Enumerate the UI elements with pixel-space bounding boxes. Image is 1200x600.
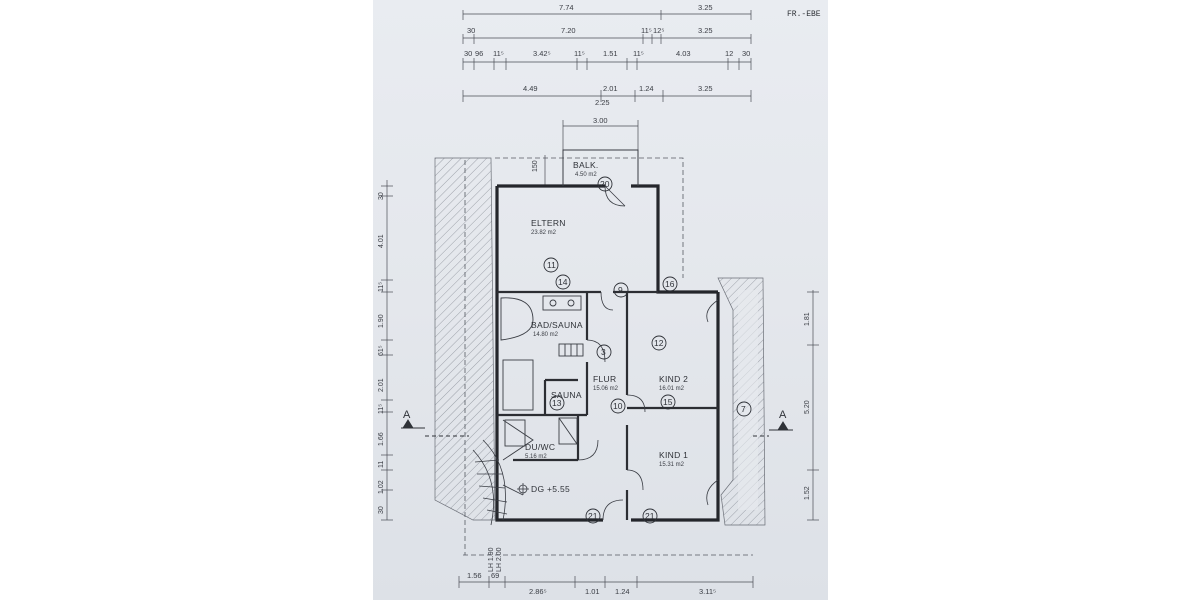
room-kind2-area: 16.01 m2	[659, 386, 685, 392]
room-balk-label: BALK.	[573, 160, 599, 170]
dim-left-d: 1.90	[378, 314, 385, 328]
dim-left-g: 11⁵	[378, 404, 385, 414]
room-duwc-area: 5.16 m2	[525, 454, 547, 460]
room-balk-area: 4.50 m2	[575, 172, 597, 178]
room-kind1-area: 15.31 m2	[659, 462, 685, 468]
dim-left-i: 11	[378, 461, 385, 468]
tag-9: 9	[618, 285, 623, 295]
sheet-label: FR.-EBE	[787, 10, 821, 19]
tag-21-left: 21	[588, 511, 598, 521]
tag-12: 12	[654, 338, 664, 348]
dim-right-c: 1.52	[804, 486, 811, 500]
room-sauna-label: SAUNA	[551, 390, 582, 400]
outer-walls	[495, 184, 720, 522]
dim-left-b: 4.01	[378, 234, 385, 248]
dim-top-row4-a: 4.49	[523, 84, 538, 93]
dim-top-row2-b: 7.20	[561, 26, 576, 35]
tag-3: 3	[601, 347, 606, 357]
dim-top-row2-a: 30	[467, 26, 475, 35]
room-bad-area: 14.80 m2	[533, 332, 559, 338]
room-kind2-label: KIND 2	[659, 374, 688, 384]
stair-label-2: LH 2.00	[496, 547, 503, 572]
tag-21-right: 21	[645, 511, 655, 521]
room-duwc-label: DU/WC	[525, 442, 555, 452]
floor-plan-drawing: FR.-EBE 7.74 3.25 30 7.20 11⁵ 12⁵ 3.25 3…	[378, 3, 821, 596]
dim-top-row1-b: 3.25	[698, 3, 713, 12]
dim-top-row3-f: 1.51	[603, 49, 618, 58]
dim-top-row3-d: 3.42⁵	[533, 49, 551, 58]
dim-bottom-e: 1.24	[615, 587, 630, 596]
section-marker-left: A	[403, 409, 411, 421]
dim-top-row4-sub: 2.25	[595, 98, 610, 107]
room-flur-area: 15.06 m2	[593, 386, 619, 392]
bottom-dimension-line	[458, 576, 754, 588]
dim-top-row3-i: 12	[725, 49, 733, 58]
room-eltern-area: 23.82 m2	[531, 230, 557, 236]
dim-left-k: 30	[378, 506, 385, 514]
dim-bottom-f: 3.11⁵	[699, 587, 716, 596]
dim-left-j: 1.02	[378, 480, 385, 494]
interior-walls	[497, 290, 718, 520]
fixtures	[500, 295, 584, 461]
room-eltern-label: ELTERN	[531, 218, 566, 228]
level-label: DG +5.55	[531, 484, 570, 494]
left-dimension-line	[381, 180, 393, 521]
dim-right-a: 1.81	[804, 312, 811, 326]
dim-left-a: 30	[378, 192, 385, 200]
dim-left-c: 11⁵	[378, 282, 385, 292]
tag-7: 7	[741, 404, 746, 414]
dim-top-row2-e: 3.25	[698, 26, 713, 35]
circle-tags	[543, 176, 752, 524]
stair	[472, 439, 524, 526]
dim-top-row3-g: 11⁵	[633, 49, 644, 58]
section-marker-right-icon	[753, 421, 793, 437]
top-dimension-lines	[462, 10, 752, 185]
dim-top-row4-b: 2.01	[603, 84, 618, 93]
dim-bottom-a: 1.56	[467, 571, 482, 580]
right-dimension-line	[807, 290, 819, 521]
room-flur-label: FLUR	[593, 374, 616, 384]
tag-13: 13	[552, 398, 562, 408]
tag-16: 16	[665, 279, 675, 289]
tag-15: 15	[663, 397, 673, 407]
door-swings	[577, 185, 719, 521]
dim-top-row3-c: 11⁵	[493, 49, 504, 58]
dim-right-b: 5.20	[804, 400, 811, 414]
dim-balcony-depth: 150	[532, 160, 539, 172]
dim-top-row2-c: 11⁵	[641, 26, 652, 35]
tag-20: 20	[600, 179, 610, 189]
dim-left-e: 61⁵	[378, 345, 385, 356]
dim-bottom-d: 1.01	[585, 587, 600, 596]
dim-top-row3-a: 30	[464, 49, 472, 58]
dim-top-row2-d: 12⁵	[653, 26, 664, 35]
section-marker-left-icon	[401, 419, 469, 437]
floor-plan-photo: FR.-EBE 7.74 3.25 30 7.20 11⁵ 12⁵ 3.25 3…	[373, 0, 828, 600]
dim-top-row1-a: 7.74	[559, 3, 574, 12]
dim-left-f: 2.01	[378, 378, 385, 392]
tag-14: 14	[558, 277, 568, 287]
dim-top-row3-b: 96	[475, 49, 483, 58]
dashed-roof-outline	[463, 157, 753, 556]
balcony-rail	[562, 149, 639, 186]
dim-left-h: 1.66	[378, 432, 385, 446]
tag-11: 11	[547, 260, 556, 270]
level-marker-icon	[517, 483, 529, 495]
roof-hatch-right-inner	[738, 290, 758, 510]
dim-top-row4-c: 1.24	[639, 84, 654, 93]
room-kind1-label: KIND 1	[659, 450, 688, 460]
section-marker-right: A	[779, 409, 787, 421]
dim-top-row3-h: 4.03	[676, 49, 691, 58]
dim-bottom-b: 69	[491, 571, 499, 580]
dim-bottom-c: 2.86⁵	[529, 587, 547, 596]
dim-balcony-width: 3.00	[593, 116, 608, 125]
room-bad-label: BAD/SAUNA	[531, 320, 583, 330]
dim-top-row3-e: 11⁵	[574, 49, 585, 58]
dim-top-row3-j: 30	[742, 49, 750, 58]
tag-10: 10	[613, 401, 623, 411]
dim-top-row4-d: 3.25	[698, 84, 713, 93]
stair-label-1: LH 1.90	[488, 547, 495, 572]
